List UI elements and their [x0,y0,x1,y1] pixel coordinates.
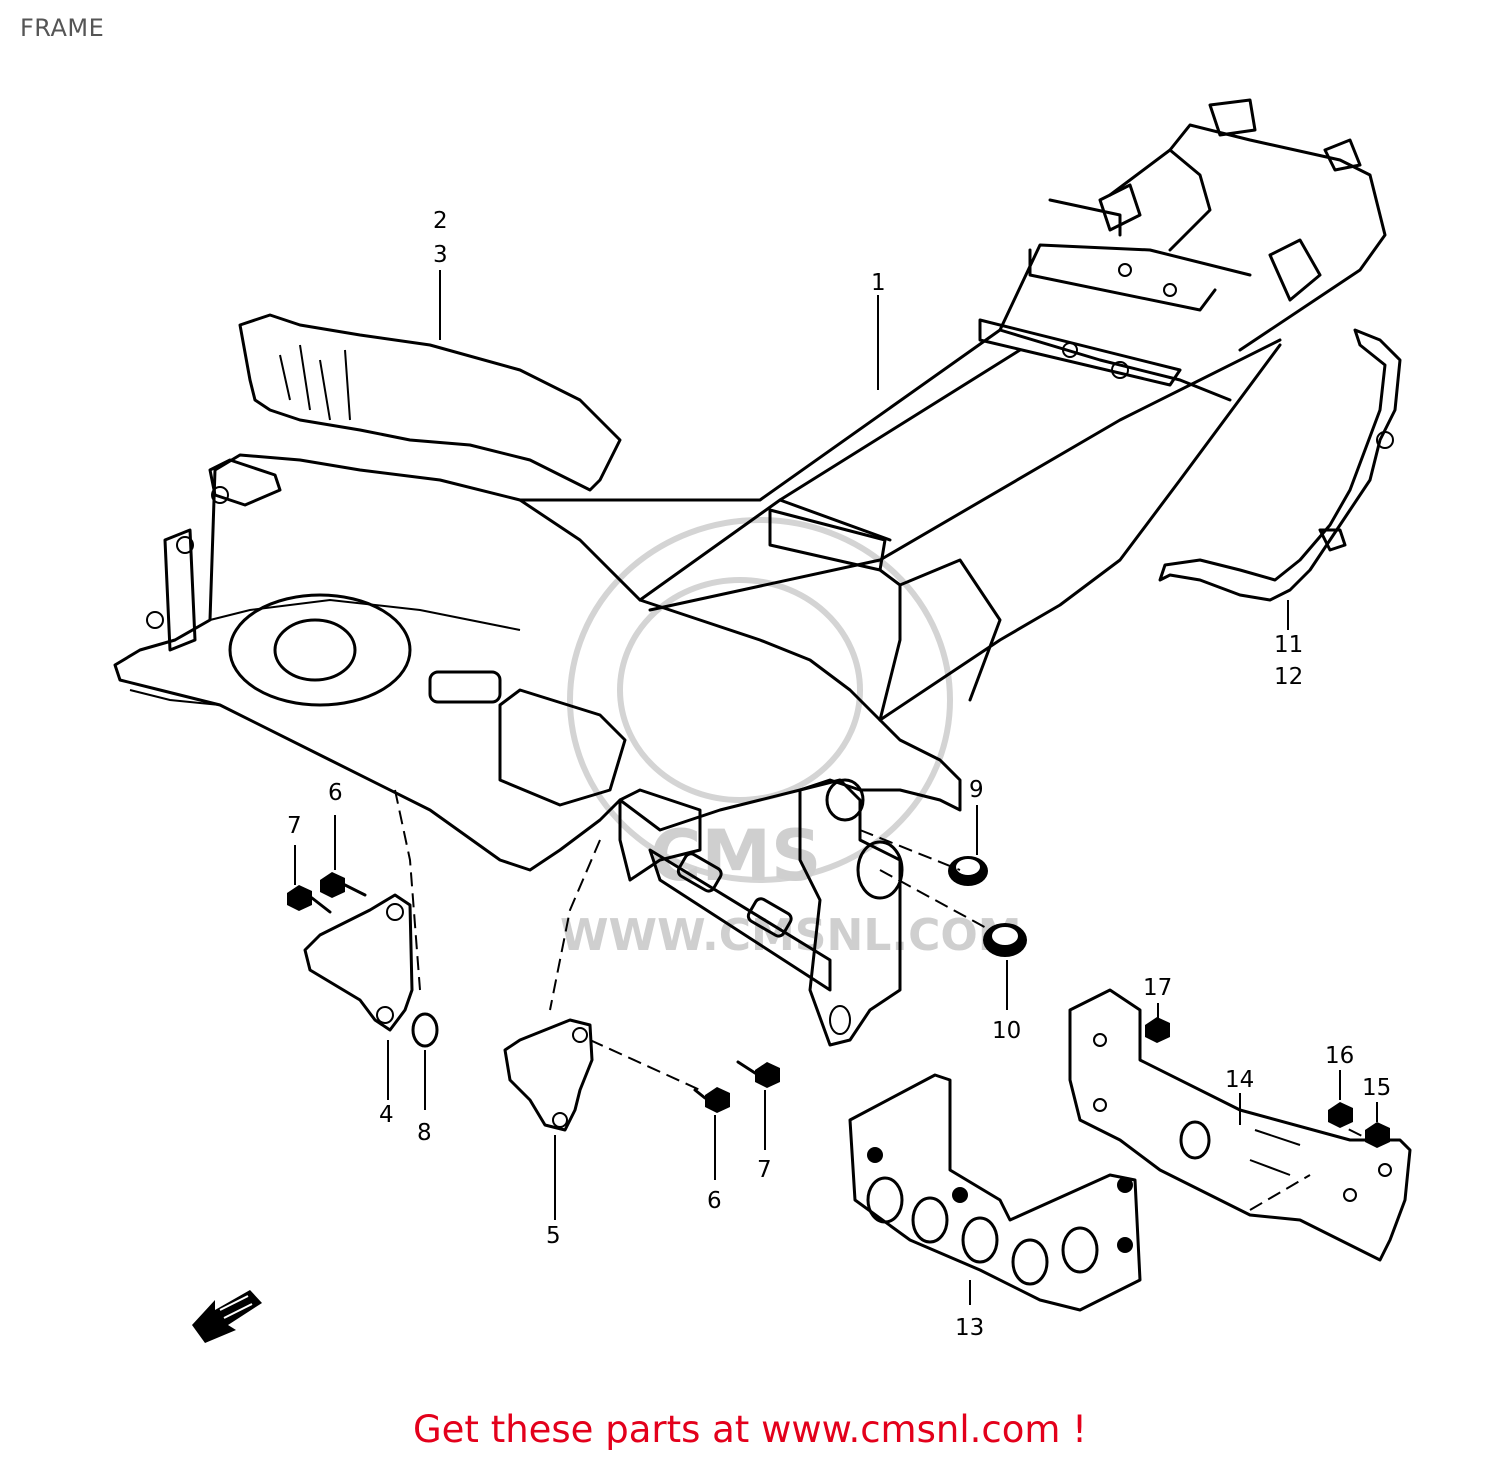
bolt-6-left [320,872,367,898]
callout-5: 5 [546,1223,561,1249]
engine-mount-bracket-left [303,893,439,1048]
callout-3: 3 [433,242,448,268]
bushing-10 [983,923,1027,957]
alignment-lines [394,789,1371,1211]
callout-6-left: 6 [328,780,343,806]
bolt-17 [1145,1017,1170,1043]
callout-7-right: 7 [757,1157,772,1183]
callout-13: 13 [955,1315,984,1341]
bolt-15 [1365,1122,1390,1148]
bolt-6-right [693,1087,730,1113]
callout-11: 11 [1274,632,1303,658]
leader-lines [294,270,1378,1305]
engine-mount-bracket-right [503,1018,594,1132]
callout-8: 8 [417,1120,432,1146]
frame-cover [238,313,622,492]
callout-14: 14 [1225,1067,1254,1093]
callout-2: 2 [433,208,448,234]
front-direction-arrow-icon [192,1290,262,1343]
callout-16: 16 [1325,1043,1354,1069]
under-cover [848,1073,1142,1312]
bushing-9 [948,856,988,886]
bolt-7-left [287,885,332,914]
callout-1: 1 [871,270,886,296]
callout-10: 10 [992,1018,1021,1044]
callout-17: 17 [1143,975,1172,1001]
main-frame [113,98,1387,1047]
callout-9: 9 [969,777,984,803]
rear-bracket [1158,328,1402,602]
lower-bracket [1068,988,1412,1262]
diagram-title: FRAME [20,14,105,42]
callout-7-left: 7 [287,813,302,839]
bolt-7-right [736,1060,780,1088]
callout-6-right: 6 [707,1188,722,1214]
watermark-logo: CMS WWW.CMSNL.COM [560,517,1022,961]
callout-15: 15 [1362,1075,1391,1101]
footer-link-text[interactable]: Get these parts at www.cmsnl.com ! [412,1408,1087,1451]
callout-4: 4 [379,1102,394,1128]
callout-12: 12 [1274,664,1303,690]
bolt-16 [1328,1102,1353,1128]
